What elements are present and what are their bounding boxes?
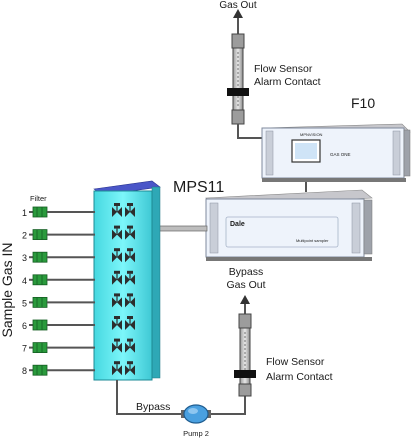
inlet-number: 6 <box>22 321 27 331</box>
top-flow-sensor <box>227 9 272 139</box>
inlet-row: 6 <box>22 319 95 331</box>
filter-icon <box>32 251 48 263</box>
top-alarm-contact-label: Alarm Contact <box>254 76 321 88</box>
filter-icon <box>32 296 48 308</box>
f10-outlet-pipe <box>237 133 272 139</box>
pump-icon <box>181 404 211 424</box>
filter-icon <box>32 206 48 218</box>
bottom-sensor-cap <box>238 313 252 329</box>
inlet-number: 4 <box>22 276 27 286</box>
mps11-caption: Multipoint sampler <box>296 238 329 243</box>
sample-gas-in-label: Sample Gas IN <box>0 243 15 338</box>
inlet-row: 2 <box>22 229 95 241</box>
valve-icon <box>112 316 135 330</box>
f10-front-panel <box>261 127 405 179</box>
mps11-brand: Dale <box>230 221 245 228</box>
manifold-body <box>93 190 153 381</box>
inlet-number: 7 <box>22 344 27 354</box>
f10-brand: MPNVISION <box>300 132 323 137</box>
valve-icon <box>112 361 135 376</box>
bypass-pipe-in <box>116 380 183 415</box>
valve-icon <box>112 338 135 353</box>
top-sensor-base <box>231 109 245 125</box>
inlet-number: 8 <box>22 366 27 376</box>
valve-manifold <box>93 180 161 381</box>
inlet-number: 3 <box>22 253 27 263</box>
gas-out-label: Gas Out <box>219 0 256 11</box>
inlet-number: 1 <box>22 208 27 218</box>
valve-icon <box>112 248 135 263</box>
bottom-flow-sensor-label: Flow Sensor <box>266 356 325 368</box>
valve-icon <box>112 293 135 308</box>
top-alarm-contact <box>227 88 249 96</box>
filter-icon <box>32 342 48 354</box>
valve-icon <box>112 270 135 285</box>
bypass-label: Bypass <box>136 401 170 413</box>
filter-icon <box>32 319 48 331</box>
bottom-sensor-base <box>238 383 252 397</box>
sample-inlets: 1 2 3 4 5 6 7 8 <box>22 206 95 376</box>
bypass-out-arrow-icon <box>240 295 250 304</box>
inlet-row: 1 <box>22 206 95 218</box>
filter-icon <box>32 274 48 286</box>
bypass-pipe-out <box>209 396 246 415</box>
f10-analyzer: GAS ONE MPNVISION <box>261 123 411 182</box>
filter-icon <box>32 364 48 376</box>
mps11-sampler: Dale Multipoint sampler <box>205 189 373 261</box>
inlet-row: 4 <box>22 274 95 286</box>
bottom-flow-sensor <box>234 295 256 397</box>
bypass-gas-out-label-2: Gas Out <box>226 279 265 291</box>
bottom-alarm-contact <box>234 370 256 378</box>
top-flow-sensor-label: Flow Sensor <box>254 63 313 75</box>
bypass-gas-out-label-1: Bypass <box>229 266 263 278</box>
inlet-row: 5 <box>22 296 95 308</box>
valve-column <box>112 203 135 376</box>
inlet-number: 2 <box>22 231 27 241</box>
bottom-alarm-contact-label: Alarm Contact <box>266 371 333 383</box>
mps11-front-panel <box>205 198 365 258</box>
inlet-row: 7 <box>22 342 95 354</box>
f10-label: F10 <box>351 95 375 111</box>
valve-icon <box>112 225 135 240</box>
filter-label: Filter <box>30 194 47 203</box>
pump-label: Pump 2 <box>183 429 209 438</box>
inlet-number: 5 <box>22 298 27 308</box>
f10-screen-text: GAS ONE <box>330 152 351 157</box>
top-sensor-cap <box>231 33 245 49</box>
mps11-label: MPS11 <box>173 179 224 196</box>
inlet-row: 3 <box>22 251 95 263</box>
filter-icon <box>32 229 48 241</box>
valve-icon <box>112 203 135 217</box>
gas-out-arrow-icon <box>233 9 243 18</box>
inlet-row: 8 <box>22 364 95 376</box>
